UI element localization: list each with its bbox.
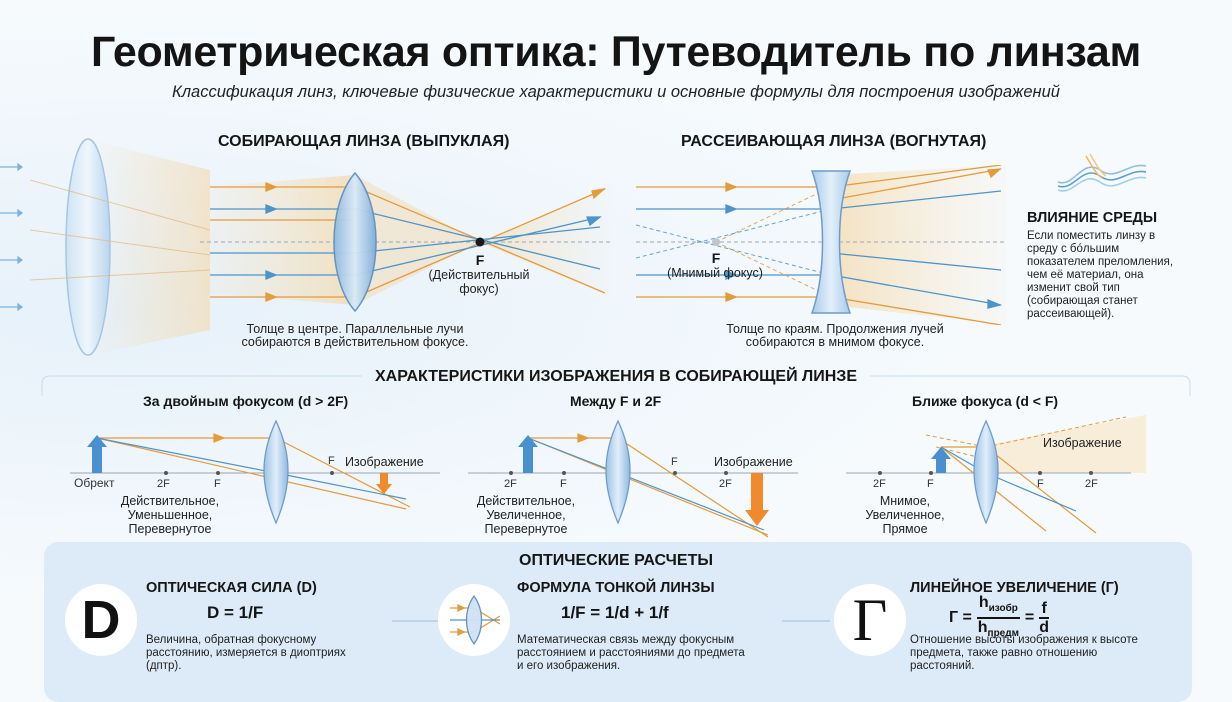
h-object-subscript: предм <box>987 628 1019 640</box>
magnification-icon-letter: Г <box>852 587 888 653</box>
optical-power-icon-letter: D <box>81 590 121 650</box>
calculations-heading: ОПТИЧЕСКИЕ РАСЧЕТЫ <box>519 552 713 569</box>
optical-power-formula: D = 1/F <box>207 603 264 622</box>
diverging-focus-label: F <box>711 250 721 266</box>
case-2-description-line: Увеличенное, <box>486 508 566 522</box>
case-3-description: Мнимое, Увеличенное, Прямое <box>840 494 970 536</box>
converging-focus-label: F <box>475 252 485 268</box>
case-1-description-line: Перевернутое <box>128 522 212 536</box>
case-1-title: За двойным фокусом (d > 2F) <box>143 393 349 409</box>
magnification-formula: Г = hизобр hпредм = f d <box>949 594 1050 642</box>
case-3-description-line: Мнимое, <box>879 494 931 508</box>
diverging-lens-heading: РАССЕИВАЮЩАЯ ЛИНЗА (ВОГНУТАЯ) <box>681 133 987 150</box>
case-2-description-line: Перевернутое <box>484 522 568 536</box>
medium-text-line: показателем преломления, <box>1027 256 1174 268</box>
optical-power-icon: D <box>65 584 137 656</box>
thin-lens-text: Математическая связь между фокусным расс… <box>517 634 807 673</box>
case-1-axis-f-left: F <box>214 478 221 490</box>
medium-text-line: чем её материал, она <box>1027 269 1144 281</box>
case-2-title: Между F и 2F <box>570 393 662 409</box>
magnification-text-line: расстояний. <box>910 660 975 672</box>
case-1-axis-f-right: F <box>328 455 335 467</box>
h-letter: h <box>978 594 989 611</box>
converging-focus-note: (Действительный фокус) <box>428 268 530 296</box>
calculations-connectors <box>392 620 830 622</box>
medium-text-line: Если поместить линзу в <box>1027 230 1156 242</box>
lens-icon <box>450 594 501 646</box>
thin-lens-text-line: расстоянием и расстояниями до предмета <box>517 647 745 659</box>
case-3-description-line: Прямое <box>882 522 928 536</box>
medium-heading: ВЛИЯНИЕ СРЕДЫ <box>1027 210 1158 226</box>
case-3-diagram <box>846 415 1146 534</box>
thin-lens-title: ФОРМУЛА ТОНКОЙ ЛИНЗЫ <box>517 580 715 596</box>
case-2-axis-f-left: F <box>560 478 567 490</box>
magnification-height-ratio: hизобр hпредм <box>976 594 1020 642</box>
case-3-title: Ближе фокуса (d < F) <box>912 393 1059 409</box>
case-2-description: Действительное, Увеличенное, Перевернуто… <box>452 494 600 536</box>
optical-power-text: Величина, обратная фокусному расстоянию,… <box>146 634 396 673</box>
magnification-text-line: Отношение высоты изображения к высоте <box>910 634 1138 646</box>
magnification-title: ЛИНЕЙНОЕ УВЕЛИЧЕНИЕ (Г) <box>910 580 1119 596</box>
thin-lens-text-line: и его изображения. <box>517 660 621 672</box>
case-3-axis-2f-right: 2F <box>1085 478 1098 490</box>
optical-power-text-line: расстоянию, измеряется в диоптриях <box>146 647 346 659</box>
case-1-axis-2f: 2F <box>157 478 170 490</box>
case-1-object-label: Обрект <box>74 476 115 490</box>
case-3-description-line: Увеличенное, <box>865 508 945 522</box>
medium-text-line: изменит свой тип <box>1027 282 1120 294</box>
characteristics-heading: ХАРАКТЕРИСТИКИ ИЗОБРАЖЕНИЯ В СОБИРАЮЩЕЙ … <box>375 368 857 385</box>
h-image-subscript: изобр <box>988 603 1018 615</box>
case-1-description: Действительное, Уменьшенное, Перевернуто… <box>100 494 240 536</box>
converging-lens-heading: СОБИРАЮЩАЯ ЛИНЗА (ВЫПУКЛАЯ) <box>218 133 510 150</box>
case-2-image-label: Изображение <box>714 455 793 469</box>
decorative-lens-illustration <box>0 138 210 356</box>
case-2-axis-f-right: F <box>671 456 678 468</box>
thin-lens-icon <box>438 584 510 656</box>
medium-text: Если поместить линзу в среду с бо́льшим … <box>1027 230 1227 321</box>
converging-caption-1: Толще в центре. Параллельные лучи <box>246 322 464 336</box>
h-letter: h <box>977 619 988 637</box>
magnification-equals: = <box>1024 609 1035 627</box>
page-subtitle: Классификация линз, ключевые физические … <box>171 83 1060 101</box>
diverging-caption-1: Толще по краям. Продолжения лучей <box>726 322 944 336</box>
case-2-description-line: Действительное, <box>476 494 576 508</box>
case-3-axis-2f-left: 2F <box>873 478 886 490</box>
converging-lens-diagram <box>200 171 610 313</box>
case-2-axis-2f-left: 2F <box>504 478 517 490</box>
case-3-axis-f-left: F <box>927 478 934 490</box>
magnification-icon: Г <box>834 584 906 656</box>
case-2-axis-2f-right: 2F <box>719 478 732 490</box>
optical-power-text-line: Величина, обратная фокусному <box>146 634 317 646</box>
medium-text-line: (собирающая станет <box>1027 295 1138 307</box>
case-1-description-line: Уменьшенное, <box>127 508 213 522</box>
optical-power-text-line: (дптр). <box>146 660 182 672</box>
case-1-diagram <box>70 419 440 525</box>
case-3-axis-f-right: F <box>1037 478 1044 490</box>
case-1-description-line: Действительное, <box>120 494 220 508</box>
d-letter: d <box>1039 619 1050 637</box>
wave-icon <box>1057 153 1147 192</box>
thin-lens-text-line: Математическая связь между фокусным <box>517 634 735 646</box>
diverging-focus-note: (Мнимый фокус) <box>667 266 763 280</box>
magnification-text: Отношение высоты изображения к высоте пр… <box>910 634 1210 673</box>
page-title: Геометрическая оптика: Путеводитель по л… <box>90 28 1142 76</box>
calculations-panel <box>44 542 1192 702</box>
case-1-image-label: Изображение <box>345 455 424 469</box>
characteristics-frame <box>41 375 1191 396</box>
medium-text-line: среду с бо́льшим <box>1027 243 1120 255</box>
magnification-distance-ratio: f d <box>1039 600 1050 637</box>
magnification-text-line: предмета, также равно отношению <box>910 647 1098 659</box>
case-3-image-label: Изображение <box>1043 436 1122 450</box>
medium-text-line: рассеивающей). <box>1027 308 1115 320</box>
optical-power-title: ОПТИЧЕСКАЯ СИЛА (D) <box>146 580 317 596</box>
diverging-caption-2: собираются в мнимом фокусе. <box>745 335 925 349</box>
magnification-formula-lhs: Г = <box>949 609 972 627</box>
f-letter: f <box>1039 600 1050 620</box>
case-2-diagram <box>468 419 798 538</box>
thin-lens-formula: 1/F = 1/d + 1/f <box>561 603 669 622</box>
diverging-lens-diagram <box>636 165 1006 325</box>
converging-caption-2: собираются в действительном фокусе. <box>241 335 469 349</box>
